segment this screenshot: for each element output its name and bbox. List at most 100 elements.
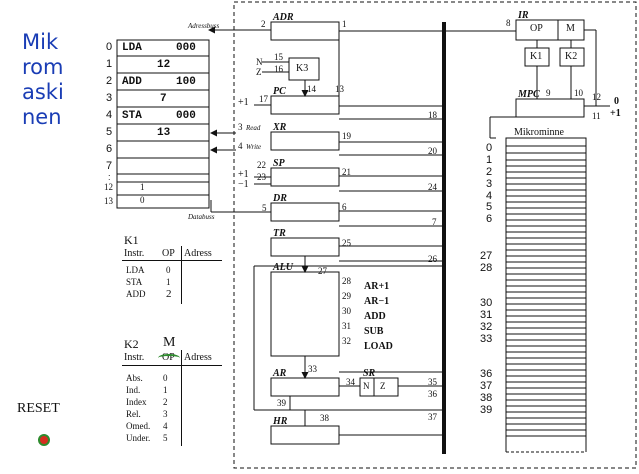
k2-table-title: K2 [124,337,139,351]
mem-cell-4-val: 000 [176,110,196,122]
diagram-title: Mik rom aski nen [22,30,64,130]
k2-header-rule [122,365,222,366]
xr-label: XR [273,122,287,133]
mpc-opt-inc: +1 [610,108,621,119]
signal-20: 20 [428,146,437,156]
micromemory-rows [506,145,586,431]
mpc-label: MPC [518,89,540,100]
k1-row-3-instr: ADD [126,289,146,299]
read-signal-num: 3 [238,122,243,132]
micro-addr-27: 27 [480,250,493,262]
mem-addr-ellipsis: : [108,172,111,182]
mpc-opt-zero: 0 [614,96,619,107]
tr-register [270,237,340,257]
alu-block [270,271,340,357]
signal-5: 5 [262,203,267,213]
title-line-4: nen [22,105,62,129]
hr-label: HR [273,416,288,427]
k2-m-label: M [163,335,176,350]
micromemory-title: Mikrominne [514,127,564,138]
pc-label: PC [273,86,286,97]
micro-addr-33: 33 [480,333,493,345]
k1-box-label: K1 [530,51,543,62]
hr-register [270,425,340,445]
signal-32: 32 [342,336,351,346]
signal-28: 28 [342,276,351,286]
micro-addr-4: 4 [486,190,493,202]
main-bus [442,22,446,454]
tr-label: TR [273,228,286,239]
mem-cell-13-val: 0 [140,195,145,205]
k2-row-6-instr: Under. [126,433,151,443]
signal-11: 11 [592,111,601,121]
micro-addr-28: 28 [480,262,493,274]
micro-addr-1: 1 [486,154,493,166]
signal-19: 19 [342,131,351,141]
signal-30: 30 [342,306,351,316]
signal-17: 17 [259,94,268,104]
mem-cell-4-op: STA [122,110,142,122]
k2-row-5-op: 4 [163,421,168,431]
reset-indicator[interactable] [38,434,50,446]
k1-row-1-op: 0 [166,265,171,275]
signal-31: 31 [342,321,351,331]
k2-row-3-op: 2 [163,397,168,407]
pc-register [270,95,340,115]
read-label: Read [246,124,261,132]
k2-row-3-instr: Index [126,397,147,407]
micro-addr-31: 31 [480,309,493,321]
signal-14: 14 [307,84,316,94]
k3-z-label: Z [256,67,262,77]
k2-box-label: K2 [565,51,578,62]
mem-addr-0: 0 [106,41,113,53]
k1-row-2-op: 1 [166,277,171,287]
data-bus-label: Databuss [188,213,215,221]
mem-addr-4: 4 [106,109,113,121]
mem-addr-13: 13 [104,196,113,206]
k2-box [559,47,585,67]
signal-29: 29 [342,291,351,301]
signal-21: 21 [342,167,351,177]
mem-addr-6: 6 [106,143,113,155]
sp-label: SP [273,158,285,169]
alu-op-add: ADD [364,311,386,322]
mem-cell-5-val: 13 [157,127,171,139]
k2-row-2-op: 1 [163,385,168,395]
k1-row-2-instr: STA [126,277,143,287]
mem-cell-0-op: LDA [122,42,142,54]
sp-register [270,167,340,187]
reset-button[interactable]: RESET [17,401,60,416]
micro-addr-38: 38 [480,392,493,404]
title-line-3: aski [22,80,64,104]
k2-header-adress: Adress [184,352,212,363]
sr-n-label: N [363,381,370,391]
signal-12: 12 [592,92,601,102]
micro-addr-36: 36 [480,368,493,380]
k1-row-1-instr: LDA [126,265,145,275]
sp-dec-label: −1 [238,179,249,190]
k2-op-annotation [158,354,180,362]
signal-13: 13 [335,84,344,94]
micro-addr-0: 0 [486,142,493,154]
mem-cell-1-val: 12 [157,59,171,71]
k2-row-5-instr: Omed. [126,421,151,431]
k1-header-op: OP [162,248,175,259]
k1-header-rule [122,260,222,261]
signal-23: 23 [257,172,266,182]
signal-34: 34 [346,377,355,387]
ar-label: AR [273,368,287,379]
signal-10: 10 [574,88,583,98]
micro-addr-3: 3 [486,178,493,190]
micro-addr-6: 6 [486,213,493,225]
alu-op-ar-plus: AR+1 [364,281,390,292]
ir-m-label: M [566,23,575,34]
address-bus-label: Adressbuss [188,22,220,30]
mem-addr-3: 3 [106,92,113,104]
mem-addr-2: 2 [106,75,113,87]
k2-row-1-instr: Abs. [126,373,143,383]
sp-inc-label: +1 [238,169,249,180]
mem-addr-12: 12 [104,182,113,192]
signal-27: 27 [318,266,327,276]
signal-16: 16 [274,64,283,74]
